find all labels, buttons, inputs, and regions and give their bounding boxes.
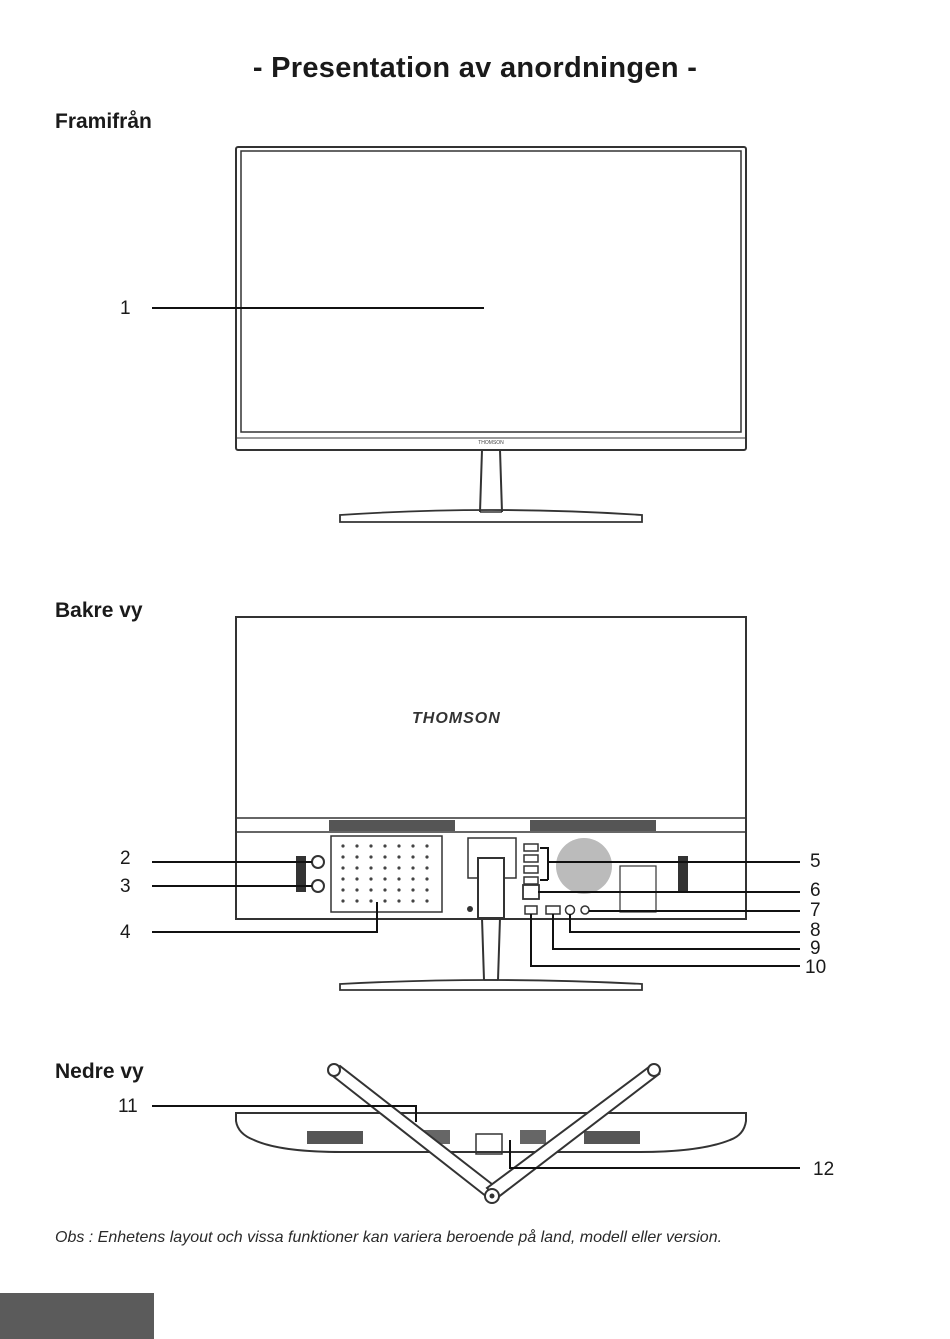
vesa-hole <box>341 899 344 902</box>
callout-10: 10 <box>805 957 826 979</box>
button-3 <box>312 880 324 892</box>
vesa-hole <box>369 855 372 858</box>
front-view-diagram: THOMSON <box>236 147 746 522</box>
callout-5: 5 <box>810 851 821 873</box>
callout-6: 6 <box>810 880 821 902</box>
vesa-hole <box>383 888 386 891</box>
callout-12: 12 <box>813 1159 834 1181</box>
bottom-view-diagram <box>236 1064 746 1203</box>
vesa-hole <box>411 888 414 891</box>
vesa-hole <box>425 844 428 847</box>
stand-neck-back <box>478 858 504 918</box>
vesa-hole <box>411 899 414 902</box>
vesa-hole <box>383 899 386 902</box>
callout-line-8 <box>570 914 800 932</box>
vesa-hole <box>397 888 400 891</box>
back-panel-box <box>620 866 656 912</box>
port-usb-4 <box>524 877 538 884</box>
vesa-hole <box>355 899 358 902</box>
vesa-hole <box>425 855 428 858</box>
vesa-hole <box>411 844 414 847</box>
vesa-hole <box>383 866 386 869</box>
vesa-hole <box>355 888 358 891</box>
vesa-hole <box>383 877 386 880</box>
port-usb-1 <box>524 844 538 851</box>
port-10 <box>525 906 537 914</box>
port-usb-3 <box>524 866 538 873</box>
vesa-hole <box>425 866 428 869</box>
vesa-hole <box>341 855 344 858</box>
vesa-hole <box>397 855 400 858</box>
callout-4: 4 <box>120 922 131 944</box>
vesa-hole <box>411 866 414 869</box>
back-callout-lines <box>152 848 800 966</box>
vesa-hole <box>369 877 372 880</box>
vesa-holes: /* placeholder to keep structure */ <box>341 844 428 902</box>
front-screen <box>241 151 741 432</box>
vesa-hole <box>341 888 344 891</box>
vesa-hole <box>369 866 372 869</box>
vesa-hole <box>383 844 386 847</box>
port-6 <box>523 885 539 899</box>
vesa-hole <box>397 877 400 880</box>
vesa-hole <box>383 855 386 858</box>
vesa-hole <box>341 877 344 880</box>
vesa-hole <box>397 899 400 902</box>
vesa-hole <box>341 844 344 847</box>
vesa-hole <box>425 888 428 891</box>
port-7 <box>581 906 589 914</box>
callout-1: 1 <box>120 298 131 320</box>
back-stand-neck <box>482 918 500 980</box>
back-stand-base <box>340 980 642 990</box>
vesa-hole <box>397 844 400 847</box>
callout-3: 3 <box>120 876 131 898</box>
callout-line-10 <box>531 914 800 966</box>
vesa-hole <box>355 855 358 858</box>
port-9 <box>546 906 560 914</box>
vesa-hole <box>425 899 428 902</box>
fan-grille <box>556 838 612 894</box>
vesa-hole <box>355 866 358 869</box>
vesa-hole <box>411 877 414 880</box>
bottom-vent-left <box>307 1131 363 1144</box>
back-logo: THOMSON <box>412 710 501 727</box>
callout-line-4 <box>152 902 377 932</box>
vesa-hole <box>369 888 372 891</box>
callout-7: 7 <box>810 900 821 922</box>
vesa-hole <box>341 866 344 869</box>
back-view-diagram <box>236 617 746 990</box>
port-8 <box>566 906 575 915</box>
vesa-hole <box>355 877 358 880</box>
front-logo: THOMSON <box>478 440 504 446</box>
vesa-hole <box>369 844 372 847</box>
page-tab-marker <box>0 1293 154 1339</box>
vesa-hole <box>369 899 372 902</box>
callout-2: 2 <box>120 848 131 870</box>
front-monitor-frame <box>236 147 746 450</box>
vesa-hole <box>425 877 428 880</box>
callout-11: 11 <box>118 1096 138 1118</box>
bottom-vent-right <box>584 1131 640 1144</box>
vesa-hole <box>397 866 400 869</box>
port-usb-2 <box>524 855 538 862</box>
vesa-hole <box>355 844 358 847</box>
vent-top-right <box>530 820 656 831</box>
front-stand-neck <box>480 450 502 512</box>
button-2 <box>312 856 324 868</box>
vent-top-left <box>329 820 455 831</box>
vesa-hole <box>411 855 414 858</box>
footnote: Obs : Enhetens layout och vissa funktion… <box>55 1229 722 1247</box>
